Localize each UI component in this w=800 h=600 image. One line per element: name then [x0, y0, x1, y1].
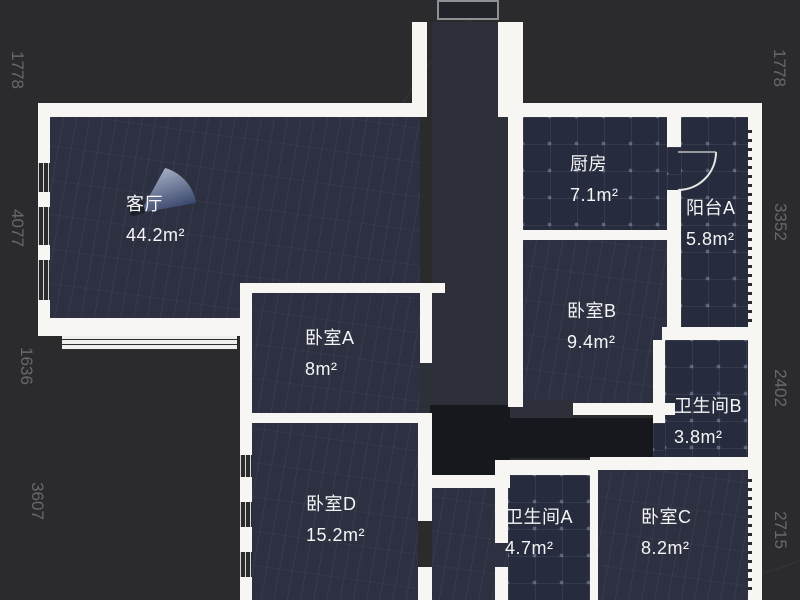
room-label-bedroom-b: 卧室B 9.4m²: [567, 296, 617, 358]
wall: [240, 413, 432, 423]
window: [748, 478, 752, 590]
window: [38, 163, 50, 192]
wall: [38, 192, 50, 207]
bathroom-b-door-gap: [653, 423, 665, 457]
bathroom-a-floor: [508, 475, 593, 600]
bedroom-a-door-gap: [420, 363, 432, 413]
passage-floor: [432, 488, 495, 600]
wall: [240, 527, 252, 552]
wall: [667, 190, 681, 340]
dimension-left-4: 3607: [28, 482, 47, 520]
room-area: 3.8m²: [674, 427, 723, 447]
wall: [573, 403, 675, 415]
bedroom-b-floor: [523, 240, 667, 403]
wall: [590, 465, 598, 600]
window: [240, 455, 252, 477]
room-label-bedroom-a: 卧室A 8m²: [305, 323, 355, 385]
room-area: 44.2m²: [126, 225, 186, 245]
wall: [653, 340, 665, 423]
bedroom-c-floor: [598, 470, 748, 600]
wall: [523, 103, 762, 117]
camera-fov-icon[interactable]: [126, 162, 202, 220]
room-label-balcony-a: 阳台A 5.8m²: [686, 193, 736, 255]
wall: [495, 567, 508, 600]
dimension-left-3: 1636: [17, 347, 36, 385]
dimension-left-2: 4077: [8, 209, 27, 247]
living-room-floor-lower: [50, 117, 243, 318]
wall: [38, 318, 252, 336]
room-area: 8m²: [305, 359, 338, 379]
dimension-right-1: 1778: [770, 49, 789, 87]
wall: [662, 327, 752, 340]
wall: [418, 413, 432, 521]
wall: [240, 577, 252, 600]
camera-fov-wedge: [140, 168, 196, 213]
camera-body-icon: [128, 200, 145, 216]
wall: [418, 475, 510, 488]
room-label-kitchen: 厨房 7.1m²: [570, 149, 619, 211]
hallway-floor: [432, 22, 508, 410]
door-arc: [677, 151, 717, 191]
room-name: 阳台A: [686, 198, 736, 218]
room-label-bedroom-d: 卧室D 15.2m²: [306, 489, 365, 551]
room-name: 卫生间A: [505, 507, 574, 527]
wall: [498, 22, 523, 117]
room-name: 卫生间B: [674, 396, 743, 416]
room-name: 卧室A: [305, 328, 355, 348]
bedroom-b-door-gap: [508, 400, 573, 418]
room-label-living: 客厅 44.2m²: [126, 189, 185, 251]
shaft-block-right: [510, 418, 653, 458]
wall: [38, 103, 420, 117]
room-area: 5.8m²: [686, 229, 735, 249]
room-name: 卧室D: [306, 494, 357, 514]
window: [38, 260, 50, 300]
room-name: 卧室C: [641, 507, 692, 527]
wall: [590, 457, 762, 470]
bedroom-d-floor: [252, 423, 418, 600]
dimension-right-2: 3352: [771, 203, 790, 241]
bedroom-a-floor: [252, 293, 420, 413]
wall: [38, 245, 50, 260]
room-name: 厨房: [570, 154, 607, 174]
bathroom-a-door-gap: [495, 543, 508, 567]
wall: [240, 283, 252, 455]
dimension-left-1: 1778: [8, 51, 27, 89]
room-label-bedroom-c: 卧室C 8.2m²: [641, 502, 692, 564]
wall: [418, 567, 432, 600]
window: [240, 552, 252, 577]
window: [240, 502, 252, 527]
entry-door: [437, 0, 499, 20]
balcony-door-gap: [667, 147, 681, 190]
wall: [508, 117, 523, 407]
wall: [412, 22, 427, 117]
room-area: 15.2m²: [306, 525, 366, 545]
wall: [38, 103, 50, 163]
wall: [240, 283, 445, 293]
room-area: 7.1m²: [570, 185, 619, 205]
wall: [523, 230, 667, 240]
window: [38, 207, 50, 245]
room-name: 客厅: [126, 194, 163, 214]
room-label-bathroom-a: 卫生间A 4.7m²: [505, 502, 573, 564]
wall: [495, 460, 595, 475]
wall: [420, 293, 432, 363]
room-area: 9.4m²: [567, 332, 616, 352]
window: [748, 128, 752, 322]
room-label-bathroom-b: 卫生间B 3.8m²: [674, 391, 742, 453]
wall: [240, 477, 252, 502]
bathroom-b-floor: [665, 340, 752, 457]
dimension-right-3: 2402: [771, 369, 790, 407]
room-name: 卧室B: [567, 301, 617, 321]
room-area: 4.7m²: [505, 538, 554, 558]
wall: [667, 117, 681, 147]
dimension-right-4: 2715: [771, 511, 790, 549]
room-area: 8.2m²: [641, 538, 690, 558]
kitchen-floor: [523, 117, 667, 230]
bay-window: [62, 336, 237, 350]
